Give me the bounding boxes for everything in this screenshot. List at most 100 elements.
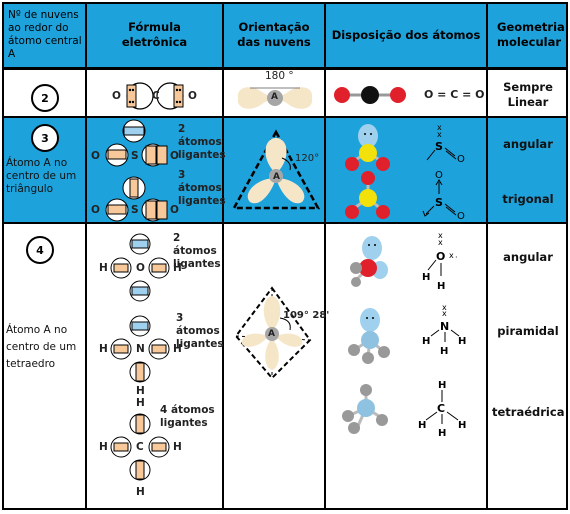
geometry-pyramidal: piramidal	[497, 324, 559, 338]
tetrahedral-lewis-formulas	[110, 233, 170, 481]
geometry-angular-so2: angular	[503, 137, 553, 151]
svg-text:x: x	[449, 251, 454, 260]
svg-text:O: O	[436, 250, 445, 263]
svg-text:H: H	[458, 336, 466, 347]
linear-cloud-diagram	[237, 87, 313, 109]
ammonia-structural-formula: x x N H H H	[422, 303, 466, 357]
svg-text:S: S	[435, 140, 443, 153]
ammonia-atom-h-right: H	[173, 343, 182, 355]
co2-structural-formula: O = C = O	[424, 88, 485, 101]
svg-text:x: x	[437, 130, 442, 139]
svg-text:H: H	[422, 336, 430, 347]
cloud-count-badge: 2	[31, 84, 59, 112]
svg-text:·: ·	[455, 253, 458, 262]
ammonia-atom-h-bottom: H	[136, 385, 145, 397]
cloud-count-badge: 3	[31, 124, 59, 152]
svg-text:H: H	[438, 380, 446, 391]
water-atom-h-left: H	[99, 262, 108, 274]
so2-so3-lewis-formulas	[105, 119, 168, 222]
grid-line	[324, 2, 326, 510]
svg-text:x: x	[442, 303, 447, 312]
svg-text:H: H	[437, 281, 445, 292]
grid-line	[486, 2, 488, 510]
svg-text:S: S	[435, 196, 443, 209]
svg-text:x: x	[437, 123, 442, 132]
trigonal-angle-label: 120°	[295, 153, 320, 164]
geometry-trigonal: trigonal	[502, 192, 554, 206]
grid-line	[2, 67, 568, 70]
linear-angle-label: 180 °	[265, 70, 294, 82]
header-geometry-text: Geometria molecular	[497, 20, 565, 49]
linear-central-atom: A	[271, 92, 278, 102]
tetrahedral-cloud-diagram	[234, 286, 312, 380]
header-orientation-text: Orientação das nuvens	[237, 20, 311, 49]
svg-text:H: H	[418, 420, 426, 431]
cloud-count-number: 3	[41, 131, 49, 145]
so2-atom-s: S	[131, 150, 139, 162]
methane-ball-model	[342, 384, 388, 434]
so2-atom-o-left: O	[91, 150, 100, 162]
methane-atom-c: C	[136, 441, 144, 453]
svg-text:N: N	[440, 320, 449, 333]
grid-line	[85, 2, 87, 510]
header-geometry: Geometria molecular	[487, 3, 567, 67]
water-ligand-label: 2 átomos ligantes	[173, 232, 221, 270]
trigonal-cloud-diagram	[231, 129, 321, 210]
svg-text:O: O	[435, 170, 443, 181]
grid-line	[2, 222, 568, 224]
so3-atom-o-right: O	[170, 204, 179, 216]
methane-ligand-label: 4 átomos ligantes	[160, 404, 215, 429]
header-formula-text: Fórmula eletrônica	[121, 20, 188, 49]
tetrahedron-description: Átomo A no centro de um tetraedro	[6, 324, 77, 370]
header-formula: Fórmula eletrônica	[86, 3, 223, 67]
row-three-band	[3, 117, 567, 223]
tetrahedral-angle-label: 109° 28'	[283, 310, 330, 321]
svg-text:x: x	[438, 238, 443, 247]
header-arrangement: Disposição dos átomos	[325, 3, 487, 67]
co2-atom-o-left: O	[112, 90, 121, 102]
grid-line	[2, 2, 568, 4]
co2-ball-model	[334, 86, 406, 104]
svg-text:H: H	[422, 272, 430, 283]
header-cloud-count-text: Nº de nuvens ao redor do átomo central A	[8, 9, 82, 60]
water-ball-model	[350, 236, 388, 287]
co2-atom-o-right: O	[188, 90, 197, 102]
svg-text:C: C	[437, 402, 445, 415]
svg-text:H: H	[438, 428, 446, 439]
methane-atom-h-bottom: H	[136, 486, 145, 498]
ammonia-ligand-label: 3 átomos ligantes	[176, 312, 224, 350]
ammonia-atom-n: N	[136, 343, 145, 355]
water-structural-formula: x x O x · H H	[422, 231, 458, 292]
co2-lewis-formula	[126, 82, 184, 110]
so3-atom-o-left: O	[91, 204, 100, 216]
svg-text:H: H	[440, 346, 448, 357]
so2-atom-o-right: O	[170, 150, 179, 162]
ammonia-ball-model	[348, 308, 390, 364]
svg-text:x: x	[442, 309, 447, 318]
header-cloud-count: Nº de nuvens ao redor do átomo central A	[3, 3, 86, 67]
tetrahedral-central-atom: A	[268, 329, 275, 339]
geometry-angular-water: angular	[503, 250, 553, 264]
svg-text:H: H	[458, 420, 466, 431]
grid-line	[2, 116, 568, 118]
cloud-count-badge: 4	[26, 236, 54, 264]
grid-line	[566, 2, 568, 510]
methane-atom-h-left: H	[99, 441, 108, 453]
methane-structural-formula: H C H H H	[418, 380, 466, 439]
methane-atom-h-top: H	[136, 397, 145, 409]
so2-so3-structural-formulas: x x S O O S O	[422, 123, 465, 222]
ammonia-atom-h-left: H	[99, 343, 108, 355]
so3-atom-s: S	[131, 204, 139, 216]
co2-atom-c: C	[152, 90, 160, 102]
svg-text:O: O	[457, 154, 465, 165]
so3-ligand-label: 3 átomos ligantes	[178, 169, 226, 207]
trigonal-central-atom: A	[273, 172, 280, 182]
water-atom-o: O	[136, 262, 145, 274]
grid-line	[222, 2, 224, 510]
triangle-description: Átomo A no centro de um triângulo	[6, 157, 77, 195]
methane-atom-h-right: H	[173, 441, 182, 453]
cloud-count-number: 4	[36, 243, 44, 257]
cloud-count-number: 2	[41, 91, 49, 105]
so2-ligand-label: 2 átomos ligantes	[178, 123, 226, 161]
